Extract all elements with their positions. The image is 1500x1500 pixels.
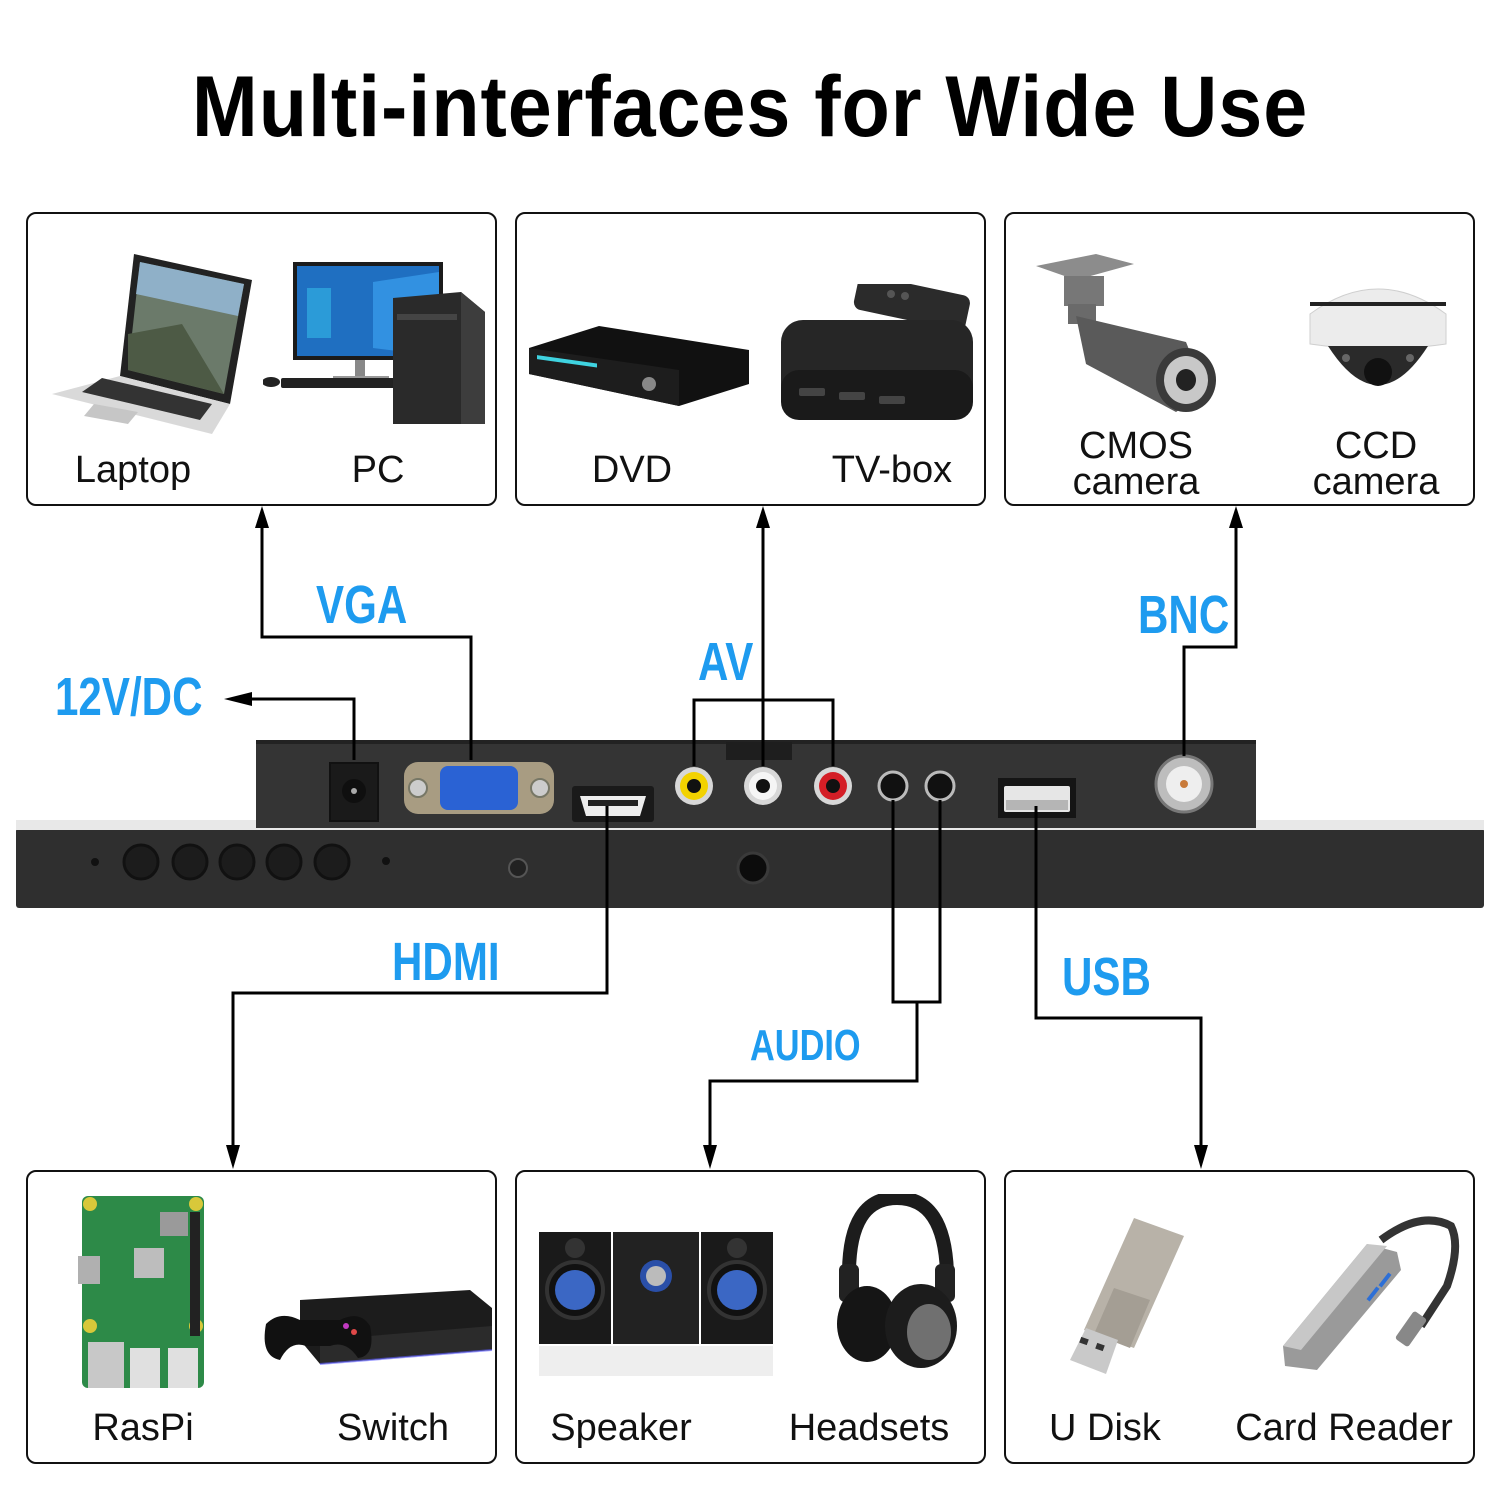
device-label: Switch xyxy=(337,1407,449,1449)
device-label: CCD camera xyxy=(1286,425,1466,503)
arrow-up-icon xyxy=(756,506,770,528)
device-label: DVD xyxy=(591,449,673,491)
monitor-bezel xyxy=(16,828,1484,908)
interface-label-audio: AUDIO xyxy=(750,1021,861,1070)
box-usb-devices: U Disk Card Reader xyxy=(1004,1170,1475,1464)
tv-box-icon xyxy=(781,284,973,420)
device-label: U Disk xyxy=(1049,1407,1161,1449)
interface-label-vga: VGA xyxy=(316,575,408,635)
device-label-line2: camera xyxy=(1312,461,1440,503)
device-label: PC xyxy=(351,449,405,491)
hdmi-port xyxy=(572,786,654,822)
usb-drive-icon xyxy=(1070,1218,1184,1374)
interface-label-hdmi: HDMI xyxy=(392,932,500,992)
interface-label-bnc: BNC xyxy=(1138,585,1230,645)
interface-label-usb: USB xyxy=(1062,947,1151,1007)
interface-panel xyxy=(256,740,1256,828)
laptop-icon xyxy=(52,254,252,434)
av-audio-right-port xyxy=(814,767,852,805)
game-console-icon xyxy=(264,1290,493,1365)
raspberry-pi-icon xyxy=(78,1196,204,1388)
device-label: RasPi xyxy=(92,1407,194,1449)
source-button[interactable] xyxy=(265,843,303,881)
mount-hole xyxy=(736,851,770,885)
vga-connector-line xyxy=(260,520,473,760)
av-audio-left-port xyxy=(744,767,782,805)
arrow-down-icon xyxy=(703,1145,717,1169)
device-label: Headsets xyxy=(788,1407,950,1449)
box-audio-devices: Speaker Headsets xyxy=(515,1170,986,1464)
dome-camera-icon xyxy=(1309,288,1447,386)
usb-hub-icon xyxy=(1283,1216,1460,1370)
box-hdmi-devices: RasPi Switch xyxy=(26,1170,497,1464)
device-label: Laptop xyxy=(74,449,192,491)
arrow-left-icon xyxy=(224,692,252,706)
usb-port xyxy=(998,778,1076,818)
menu-button[interactable] xyxy=(122,843,160,881)
audio-connector-line xyxy=(891,800,942,1004)
bullet-camera-icon xyxy=(1036,254,1216,412)
arrow-up-icon xyxy=(1229,506,1243,528)
dvd-player-icon xyxy=(529,326,749,406)
audio-jack-2 xyxy=(924,770,956,802)
dc-connector-line xyxy=(245,697,356,760)
interface-label-power: 12V/DC xyxy=(55,667,203,727)
vga-port xyxy=(404,762,554,814)
speaker-system-icon xyxy=(539,1232,773,1376)
arrow-down-icon xyxy=(226,1145,240,1169)
down-button[interactable] xyxy=(218,843,256,881)
device-label-line1: CCD xyxy=(1334,425,1418,467)
device-label: CMOS camera xyxy=(1046,425,1226,503)
power-button[interactable] xyxy=(313,843,351,881)
av-connector-line xyxy=(692,698,835,766)
desktop-pc-icon xyxy=(263,262,485,424)
av-video-port xyxy=(675,767,713,805)
ir-sensor xyxy=(382,857,390,865)
arrow-down-icon xyxy=(1194,1145,1208,1169)
page-title: Multi-interfaces for Wide Use xyxy=(191,59,1309,155)
bnc-port xyxy=(1154,754,1214,814)
device-label-line1: CMOS xyxy=(1079,425,1193,467)
headphones-icon xyxy=(837,1194,957,1368)
led-hole xyxy=(91,858,99,866)
box-bnc-devices: CMOS camera CCD camera xyxy=(1004,212,1475,506)
device-label: TV-box xyxy=(831,449,953,491)
device-label: Speaker xyxy=(550,1407,692,1449)
box-vga-devices: Laptop PC xyxy=(26,212,497,506)
device-label: Card Reader xyxy=(1235,1407,1453,1449)
screw xyxy=(508,858,528,878)
interface-label-av: AV xyxy=(698,632,754,692)
arrow-up-icon xyxy=(255,506,269,528)
up-button[interactable] xyxy=(171,843,209,881)
device-label-line2: camera xyxy=(1072,461,1200,503)
box-av-devices: DVD TV-box xyxy=(515,212,986,506)
dc-power-port xyxy=(329,762,379,822)
audio-jack-1 xyxy=(877,770,909,802)
